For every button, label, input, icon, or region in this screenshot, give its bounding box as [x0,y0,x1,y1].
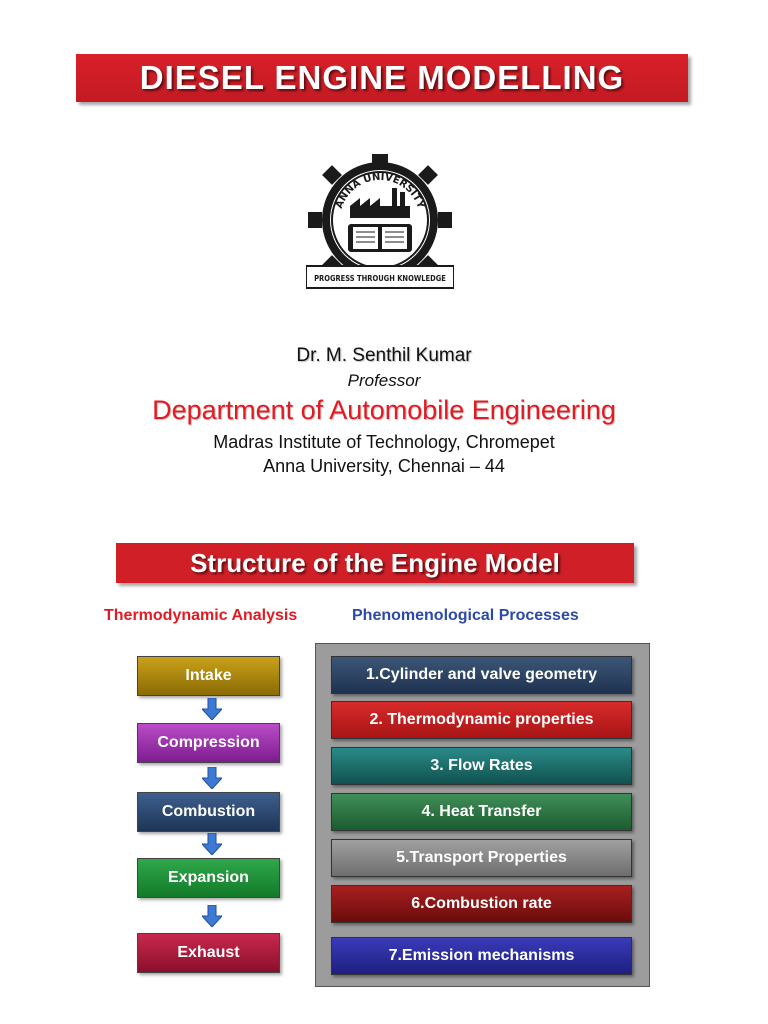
process-item: 5.Transport Properties [331,839,632,877]
process-item: 2. Thermodynamic properties [331,701,632,739]
section-title: Structure of the Engine Model [190,547,560,578]
university: Anna University, Chennai – 44 [263,456,505,476]
process-item: 7.Emission mechanisms [331,937,632,975]
process-item: 6.Combustion rate [331,885,632,923]
gear-emblem-icon: ANNA UNIVERSITY [305,154,455,289]
phenomenological-processes-heading: Phenomenological Processes [352,607,579,624]
department: Department of Automobile Engineering [152,395,616,425]
logo-motto: PROGRESS THROUGH KNOWLEDGE [314,273,446,283]
institute: Madras Institute of Technology, Chromepe… [213,432,555,452]
step-combustion: Combustion [137,792,280,832]
process-item: 4. Heat Transfer [331,793,632,831]
down-arrow-icon [202,833,222,855]
down-arrow-icon [202,698,222,720]
thermodynamic-analysis-heading: Thermodynamic Analysis [104,607,298,624]
university-logo: ANNA UNIVERSITY PROGRESS THROUGH KNOWLED… [305,154,455,296]
section-banner: Structure of the Engine Model [116,543,634,583]
step-expansion: Expansion [137,858,280,898]
title-banner: DIESEL ENGINE MODELLING [76,54,688,102]
step-exhaust: Exhaust [137,933,280,973]
step-intake: Intake [137,656,280,696]
page-title: DIESEL ENGINE MODELLING [139,59,625,96]
author-role: Professor [347,371,421,390]
step-compression: Compression [137,723,280,763]
author-name: Dr. M. Senthil Kumar [296,345,472,366]
down-arrow-icon [202,767,222,789]
down-arrow-icon [202,905,222,927]
process-item: 3. Flow Rates [331,747,632,785]
process-item: 1.Cylinder and valve geometry [331,656,632,694]
